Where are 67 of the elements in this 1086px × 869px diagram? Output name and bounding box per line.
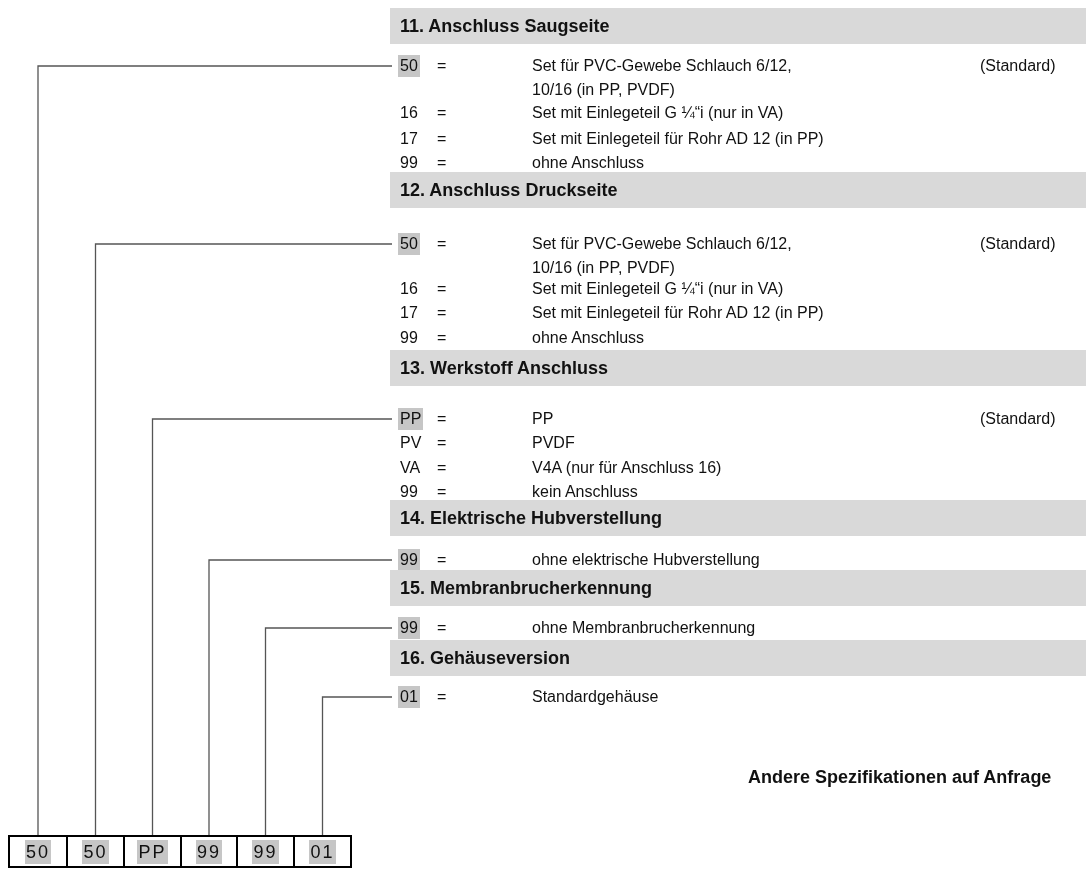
code-value: 99	[400, 153, 418, 173]
option-description: Set mit Einlegeteil für Rohr AD 12 (in PP)	[532, 303, 824, 323]
option-description: PP	[532, 409, 554, 429]
option-description: Set für PVC-Gewebe Schlauch 6/12, 10/16 (in PP, PVDF)	[532, 234, 793, 278]
option-description: ohne Anschluss	[532, 328, 645, 348]
equals-sign: =	[437, 618, 447, 638]
equals-sign: =	[437, 328, 447, 348]
option-description: Set mit Einlegeteil G ¼“i (nur in VA)	[532, 279, 784, 299]
section-header-band: 13. Werkstoff Anschluss	[390, 350, 1086, 386]
code-value: 99	[400, 482, 418, 502]
code-value: 99	[398, 549, 420, 571]
option-description: ohne Membranbrucherkennung	[532, 618, 756, 638]
code-value: 16	[400, 279, 418, 299]
equals-sign: =	[437, 153, 447, 173]
equals-sign: =	[437, 56, 447, 76]
option-description: ohne elektrische Hubverstellung	[532, 550, 760, 570]
equals-sign: =	[437, 409, 447, 429]
option-description: Set für PVC-Gewebe Schlauch 6/12, 10/16 (in PP, PVDF)	[532, 56, 793, 100]
option-description: Set mit Einlegeteil G ¼“i (nur in VA)	[532, 103, 784, 123]
code-cell: 50	[66, 835, 125, 868]
option-description: PVDF	[532, 433, 575, 453]
option-description: ohne Anschluss	[532, 153, 645, 173]
code-value: PP	[398, 408, 424, 430]
code-value: 01	[398, 686, 420, 708]
equals-sign: =	[437, 279, 447, 299]
footnote: Andere Spezifikationen auf Anfrage	[748, 766, 1052, 789]
code-value: 99	[400, 328, 418, 348]
option-description: V4A (nur für Anschluss 16)	[532, 458, 722, 478]
equals-sign: =	[437, 303, 447, 323]
code-value: 16	[400, 103, 418, 123]
option-description: kein Anschluss	[532, 482, 638, 502]
option-description: Standardgehäuse	[532, 687, 659, 707]
code-value: 17	[400, 129, 418, 149]
code-cell: PP	[123, 835, 182, 868]
equals-sign: =	[437, 482, 447, 502]
leader-line	[321, 696, 393, 836]
leader-line	[94, 243, 393, 836]
section-header-band: 11. Anschluss Saugseite	[390, 8, 1086, 44]
leader-line	[264, 627, 393, 836]
leader-line	[37, 65, 393, 836]
code-cell: 01	[293, 835, 352, 868]
option-description: Set mit Einlegeteil für Rohr AD 12 (in PP)	[532, 129, 824, 149]
leader-line	[151, 418, 393, 836]
equals-sign: =	[437, 687, 447, 707]
code-value: 50	[398, 55, 420, 77]
default-note: (Standard)	[980, 56, 1056, 76]
code-cell: 99	[236, 835, 295, 868]
code-value: 50	[398, 233, 420, 255]
code-cell: 99	[180, 835, 238, 868]
code-value: PV	[400, 433, 422, 453]
default-note: (Standard)	[980, 409, 1056, 429]
section-header-band: 15. Membranbrucherkennung	[390, 570, 1086, 606]
default-note: (Standard)	[980, 234, 1056, 254]
equals-sign: =	[437, 103, 447, 123]
equals-sign: =	[437, 234, 447, 254]
section-header-band: 16. Gehäuseversion	[390, 640, 1086, 676]
leader-line	[208, 559, 393, 836]
code-value: 17	[400, 303, 418, 323]
section-header-band: 14. Elektrische Hubverstellung	[390, 500, 1086, 536]
equals-sign: =	[437, 458, 447, 478]
section-header-band: 12. Anschluss Druckseite	[390, 172, 1086, 208]
equals-sign: =	[437, 550, 447, 570]
code-value: 99	[398, 617, 420, 639]
code-cell: 50	[8, 835, 68, 868]
code-value: VA	[400, 458, 421, 478]
equals-sign: =	[437, 433, 447, 453]
equals-sign: =	[437, 129, 447, 149]
